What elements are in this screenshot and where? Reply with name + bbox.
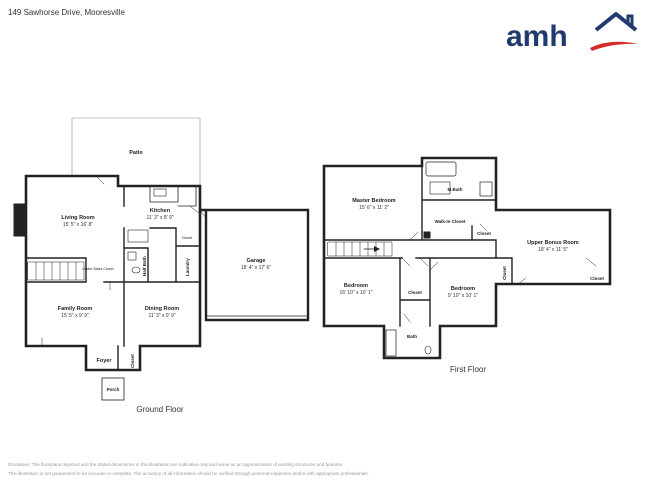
- wic-marker: [423, 231, 431, 239]
- brand-wordmark: amh: [506, 20, 568, 52]
- family-room-label: Family Room: [58, 306, 93, 312]
- amh-logo: amh: [506, 12, 638, 52]
- half-bath-toilet: [131, 266, 141, 274]
- kitchen-sink: [153, 188, 167, 197]
- bed1-closet-label: Closet: [408, 290, 422, 295]
- laundry-label: Laundry: [185, 258, 190, 276]
- garage-label: Garage: [247, 258, 266, 264]
- master-vanity: [429, 181, 451, 195]
- first-stairs: [327, 241, 393, 257]
- upper-bonus-dims: 18' 4" x 11' 5": [538, 247, 568, 253]
- closet-label: Closet: [182, 236, 192, 240]
- living-room-dims: 15' 5" x 16' 8": [63, 222, 93, 228]
- porch-label: Porch: [107, 387, 120, 392]
- dining-room-dims: 11' 3" x 9' 9": [148, 313, 175, 319]
- patio-outline: [71, 117, 201, 189]
- half-bath-label: Half Bath: [142, 256, 147, 276]
- first-interior-walls: [323, 165, 513, 327]
- half-bath-sink: [127, 251, 137, 261]
- bedroom1-label: Bedroom: [344, 283, 368, 289]
- chimney-icon: [626, 14, 634, 27]
- ground-outer-wall: [24, 174, 202, 372]
- house-roof-icon: [594, 12, 638, 32]
- bedroom1-dims: 16' 10" x 10' 1": [340, 290, 373, 296]
- hall-closet-label: Closet: [502, 266, 507, 280]
- stove: [127, 229, 149, 243]
- master-shower: [479, 181, 493, 197]
- kitchen-label: Kitchen: [150, 208, 171, 214]
- door-swing: [41, 175, 207, 347]
- porch-outline: [101, 377, 125, 401]
- patio-label: Patio: [129, 150, 143, 156]
- red-swoosh-icon: [590, 41, 638, 51]
- bonus-closet-label: Closet: [590, 276, 604, 281]
- bedroom2-dims: 9' 10" x 10' 1": [448, 293, 478, 299]
- garage-walls: [198, 208, 310, 322]
- ground-interior-walls: [25, 185, 201, 371]
- living-room-label: Living Room: [61, 215, 94, 221]
- family-room-dims: 15' 5" x 9' 9": [61, 313, 89, 319]
- garage-dims: 18' 4" x 17' 6": [241, 265, 271, 271]
- master-tub: [425, 161, 457, 177]
- bath-tub: [385, 329, 397, 357]
- first-outer-wall: [322, 156, 612, 360]
- mbath-label: M.Bath: [448, 187, 463, 192]
- dining-room-label: Dining Room: [145, 306, 179, 312]
- kitchen-counter: [149, 185, 197, 207]
- fireplace-label: Fireplace: [20, 221, 24, 236]
- property-address: 149 Sawhorse Drive, Mooresville: [8, 8, 125, 17]
- fireplace-block: [13, 203, 27, 237]
- disclaimer-line-1: Disclaimer: The floorplans depicted and …: [8, 462, 344, 467]
- ground-floor-label: Ground Floor: [136, 405, 183, 414]
- kitchen-dims: 11' 3" x 8' 9": [146, 215, 173, 221]
- ground-stairs: [27, 261, 85, 281]
- wic-closet-label: Closet: [477, 231, 491, 236]
- master-bedroom-dims: 15' 6" x 11' 2": [359, 205, 389, 211]
- upper-bonus-label: Upper Bonus Room: [527, 240, 579, 246]
- walk-in-closet-label: Walk-In Closet: [435, 219, 466, 224]
- foyer-label: Foyer: [97, 358, 113, 364]
- first-floor-label: First Floor: [450, 365, 486, 374]
- master-bedroom-label: Master Bedroom: [352, 198, 396, 204]
- bath-toilet: [424, 345, 432, 355]
- disclaimer-line-2: This illustration is not guaranteed to b…: [8, 471, 369, 476]
- door-swing-upper: [401, 223, 597, 323]
- under-stairs-label: Under Stairs Closet: [82, 267, 113, 271]
- bedroom2-label: Bedroom: [451, 286, 475, 292]
- bath-label: Bath: [407, 334, 417, 339]
- stairs-arrow-head: [374, 246, 380, 252]
- foyer-closet-label: Closet: [130, 354, 135, 368]
